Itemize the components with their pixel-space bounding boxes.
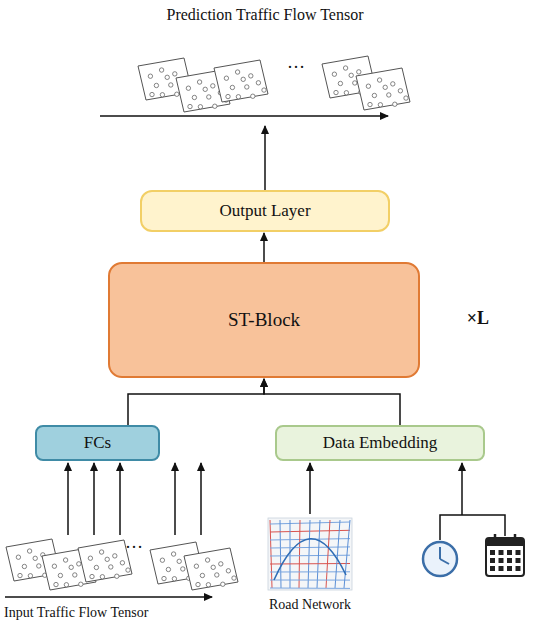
connector — [128, 379, 264, 425]
calendar-icon — [486, 534, 524, 576]
input-caption: Input Traffic Flow Tensor — [4, 605, 148, 621]
connector — [263, 233, 265, 262]
time-axis — [5, 596, 212, 598]
road-arrow — [309, 463, 311, 514]
output-layer-box: Output Layer — [140, 190, 390, 232]
embedding-box: Data Embedding — [275, 425, 485, 461]
time-axis — [100, 115, 388, 117]
ellipsis: … — [125, 532, 143, 553]
box-label: ST-Block — [228, 309, 300, 331]
connector — [264, 379, 400, 425]
clock-icon — [423, 542, 457, 576]
road-network-caption: Road Network — [269, 597, 351, 613]
box-label: Output Layer — [219, 201, 310, 221]
ellipsis: … — [287, 52, 305, 73]
input-arrows — [68, 463, 201, 535]
diagram-title: Prediction Traffic Flow Tensor — [167, 6, 364, 24]
output-arrow — [264, 126, 266, 190]
road-network-map — [268, 518, 352, 590]
time-bracket — [440, 463, 505, 540]
repeat-label: ×L — [467, 308, 489, 329]
st-block-box: ST-Block — [108, 262, 420, 378]
box-label: Data Embedding — [323, 433, 438, 453]
box-label: FCs — [84, 433, 111, 453]
fc-box: FCs — [35, 425, 160, 461]
